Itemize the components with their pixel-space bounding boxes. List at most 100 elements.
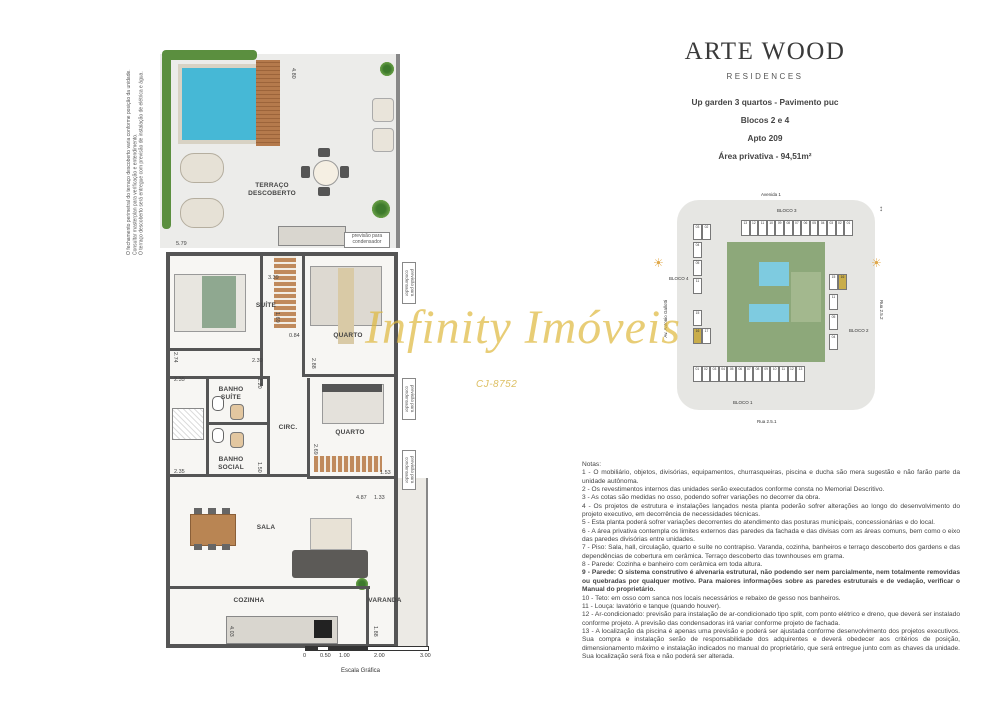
condensador-note: previsão para condensador: [402, 378, 416, 420]
wall: [307, 378, 310, 478]
toilet: [212, 396, 224, 411]
site-pool: [759, 262, 789, 286]
exterior-wall: [166, 252, 398, 256]
site-unit: 05: [727, 366, 736, 382]
dimension: 1.33: [374, 495, 385, 501]
wall: [302, 374, 394, 377]
site-unit: 13: [796, 366, 805, 382]
exterior-wall: [394, 252, 398, 648]
site-unit: 04: [818, 220, 827, 236]
terrace-wall: [396, 54, 400, 248]
watermark: Infinity Imóveis: [365, 301, 681, 354]
site-unit: 11: [779, 366, 788, 382]
wardrobe: [274, 256, 296, 328]
coffee-table: [310, 518, 352, 550]
side-note: O fechamento perimetral do terraço desco…: [126, 69, 145, 255]
dimension: 4.87: [356, 495, 367, 501]
dimension: 2.88: [310, 358, 316, 369]
site-pool: [749, 304, 789, 322]
chair: [340, 166, 349, 178]
note-item: 8 - Parede: Cozinha e banheiro com cerâm…: [582, 561, 763, 569]
scale-tick: 2.00: [374, 653, 385, 659]
wall: [206, 422, 270, 425]
site-unit: 04: [693, 242, 702, 258]
site-unit: 11: [829, 294, 838, 310]
bed-pillow: [322, 384, 382, 392]
site-unit: 04: [718, 366, 728, 382]
room-label-circ: CIRC.: [278, 424, 298, 431]
site-unit: 15: [829, 274, 838, 290]
site-unit: 06: [736, 366, 745, 382]
scale-tick: 0.50: [320, 653, 331, 659]
site-street-right: Rua 2.5.2: [879, 300, 884, 320]
wall: [302, 256, 305, 376]
note-item: 5 - Esta planta poderá sofrer variações …: [582, 519, 935, 527]
site-unit: 17: [702, 328, 711, 344]
site-unit: 09: [761, 366, 771, 382]
chair: [318, 187, 330, 196]
bed-cover: [202, 276, 236, 328]
chair: [194, 508, 202, 514]
note-item: 13 - A localização da piscina é apenas u…: [582, 627, 960, 660]
site-bloco2: BLOCO 2: [849, 328, 869, 333]
garden-hedge: [162, 54, 171, 229]
wood-deck: [256, 60, 280, 146]
dimension: 3.39: [268, 275, 279, 281]
scale-tick: 0: [303, 653, 307, 659]
room-label-cozinha: COZINHA: [233, 597, 265, 604]
condensador-note: previsão para condensador: [344, 232, 390, 248]
room-label-suite: SUÍTE: [255, 302, 277, 309]
dining-table-round: [313, 160, 339, 186]
site-unit: 02: [702, 224, 711, 240]
exterior-wall: [166, 252, 170, 648]
site-unit: 07: [744, 366, 754, 382]
unit-blocks: Blocos 2 e 4: [740, 115, 790, 125]
notes: Notas: 1 - O mobiliário, objetos, divisó…: [582, 461, 960, 661]
condensador-note: previsão para condensador: [402, 450, 416, 490]
site-unit: 13: [741, 220, 750, 236]
site-unit: 02: [701, 366, 711, 382]
wall: [267, 376, 270, 476]
site-unit: 08: [753, 366, 762, 382]
dimension: 4.80: [290, 68, 296, 79]
note-item: 10 - Teto: em osso com sanca nos locais …: [582, 594, 841, 602]
garden-hedge-top: [162, 50, 257, 60]
floor-plan: previsão para condensador previsão para …: [150, 48, 432, 648]
pool: [178, 64, 260, 144]
dimension: 1.69: [274, 312, 280, 323]
note-item: 11 - Louça: lavatório e tanque (quando h…: [582, 602, 721, 610]
sofa: [292, 550, 368, 578]
site-unit: 16: [693, 328, 702, 344]
room-label-sala: SALA: [256, 524, 276, 531]
site-bloco3: BLOCO 3: [777, 208, 797, 213]
site-unit: 12: [787, 366, 797, 382]
site-unit: 01: [693, 366, 702, 382]
dimension: 4.03: [228, 626, 234, 637]
dimension: 2.39: [252, 358, 263, 364]
bed-runner: [338, 268, 354, 344]
armchair: [372, 128, 394, 152]
site-street-top: Avenida 1: [761, 192, 781, 197]
note-item: 2 - Os revestimentos internos das unidad…: [582, 486, 885, 494]
wall: [170, 376, 270, 379]
site-unit: 03: [710, 366, 719, 382]
site-garden: [791, 272, 821, 322]
site-unit: 05: [809, 220, 819, 236]
sun-icon: ☀: [653, 256, 664, 270]
dimension: 1.20: [256, 378, 262, 389]
scale-label: Escala Gráfica: [341, 668, 381, 674]
lounger: [180, 198, 224, 228]
wall: [170, 474, 310, 477]
note-item: 6 - A área privativa contempla os limite…: [582, 527, 960, 544]
dimension: 2.69: [312, 444, 318, 455]
dimension: 0.84: [289, 333, 300, 339]
condensador-note: previsão para condensador: [402, 262, 416, 304]
room-label-quarto: QUARTO: [333, 332, 363, 339]
wall: [170, 348, 262, 351]
note-item: 4 - Os projetos de estrutura e instalaçõ…: [582, 502, 960, 519]
exterior-wall: [166, 644, 398, 648]
unit-area: Área privativa - 94,51m²: [718, 151, 812, 161]
room-label-banho-social: BANHO SOCIAL: [218, 456, 244, 471]
